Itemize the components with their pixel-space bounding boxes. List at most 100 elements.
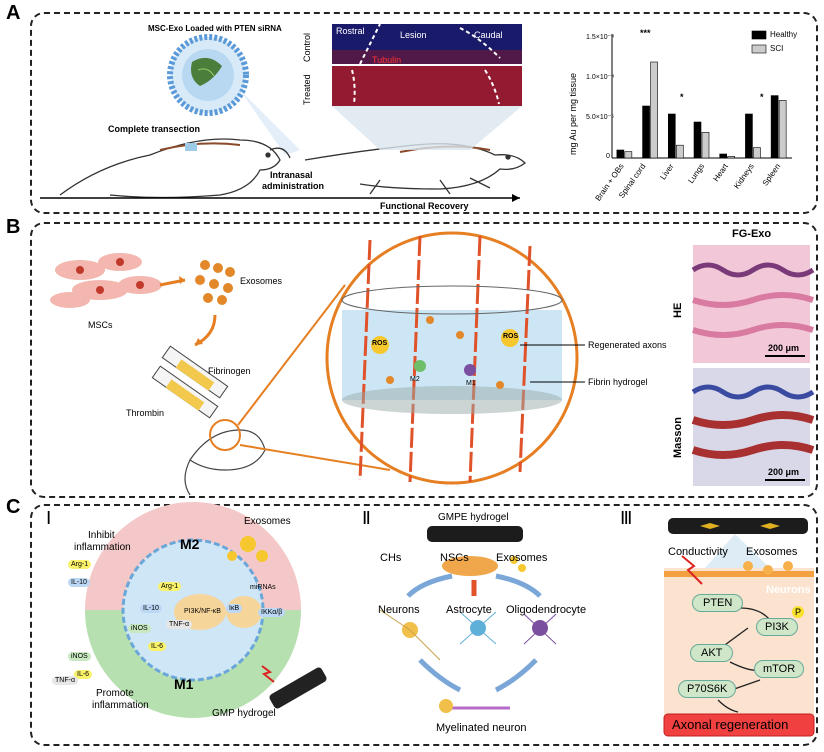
panel-b	[30, 222, 818, 498]
fibrin-hydrogel-label: Fibrin hydrogel	[588, 377, 648, 387]
legend-healthy: Healthy	[770, 30, 798, 39]
lesion-label: Lesion	[400, 30, 427, 40]
panel-c-label: C	[6, 496, 21, 518]
bar-healthy-3	[693, 121, 702, 159]
ytick-2: 1.0×10⁻⁴	[586, 74, 615, 81]
p70s6k-node: P70S6K	[678, 680, 737, 698]
panel-a	[30, 12, 818, 214]
bar-sci-0	[624, 151, 633, 159]
arg1-a: Arg-1	[68, 560, 92, 569]
il6-b: IL-6	[74, 670, 93, 679]
panel-a-label: A	[6, 2, 21, 24]
inhibit-label: Inhibit	[88, 530, 115, 541]
control-micrograph	[332, 23, 522, 65]
biodistribution-chart	[611, 30, 792, 159]
sig-3: *	[760, 92, 764, 102]
intranasal-label: Intranasal	[270, 170, 313, 180]
arg1-b: Arg-1	[158, 582, 182, 591]
inflammation-label-2: inflammation	[92, 700, 149, 711]
exosomes-c3-label: Exosomes	[746, 546, 798, 558]
treated-micrograph	[332, 66, 522, 106]
bar-sci-3	[701, 132, 710, 159]
syringe-icon	[151, 345, 229, 419]
regenerated-axons-label: Regenerated axons	[588, 340, 667, 350]
oligodendrocyte-label: Oligodendrocyte	[506, 604, 587, 616]
mscs-cells-icon	[50, 253, 162, 308]
mscs-label: MSCs	[88, 320, 113, 330]
neurons-c3-label: Neurons	[766, 584, 811, 596]
bar-healthy-5	[745, 113, 753, 159]
bar-healthy-2	[667, 113, 676, 159]
inflammation-label-1: inflammation	[74, 542, 131, 553]
bar-healthy-4	[719, 153, 728, 159]
bar-healthy-1	[642, 105, 650, 159]
gmp-hydrogel-icon	[261, 665, 327, 709]
neuron-icon	[379, 609, 441, 661]
il10-b: IL-10	[140, 604, 162, 613]
bar-healthy-6	[770, 95, 779, 159]
neurons-label: Neurons	[378, 604, 420, 616]
conductive-hydrogel-icon	[668, 518, 808, 568]
astrocyte-icon	[459, 611, 497, 645]
astrocyte-label: Astrocyte	[446, 604, 492, 616]
pi3k-node: PI3K	[756, 618, 798, 636]
masson-micrograph	[691, 368, 815, 486]
pi3k-nfkb-a: PI3K/NF-κB	[184, 608, 221, 615]
micro-zoom-cone	[332, 106, 522, 150]
fg-exo-label: FG-Exo	[732, 228, 772, 240]
scale-bar-2: 200 μm	[768, 467, 800, 477]
oligodendrocyte-icon	[523, 613, 557, 645]
exosomes-icon	[195, 260, 235, 305]
m1-cell-label: M1	[174, 676, 194, 692]
bar-sci-5	[753, 147, 761, 159]
section-ii-numeral: Ⅱ	[362, 508, 371, 528]
mirnas-label: miRNAs	[250, 584, 276, 591]
myelinated-neuron-label: Myelinated neuron	[436, 722, 527, 734]
rat-transection-icon	[59, 138, 291, 199]
conductivity-label: Conductivity	[668, 546, 728, 558]
inos-a: iNOS	[128, 624, 151, 633]
inos-b: iNOS	[68, 652, 91, 661]
m1-label: M1	[466, 380, 476, 387]
caudal-label: Caudal	[474, 30, 503, 40]
sig-2: *	[680, 92, 684, 102]
m2-label: M2	[410, 376, 420, 383]
chs-label: CHs	[380, 552, 402, 564]
exosomes-c1-label: Exosomes	[244, 516, 291, 527]
tubulin-label: Tubulin	[372, 55, 402, 65]
legend-sci: SCI	[770, 44, 784, 53]
functional-recovery-label: Functional Recovery	[380, 201, 469, 211]
exosomes-c2-label: Exosomes	[496, 552, 548, 564]
axonal-regeneration-label: Axonal regeneration	[672, 717, 789, 732]
ros-label-2: ROS	[503, 333, 519, 340]
exosomes-label: Exosomes	[240, 276, 283, 286]
tnf-b: TNF-α	[52, 676, 78, 685]
gmp-hydrogel-label: GMP hydrogel	[212, 708, 276, 719]
panel-c	[30, 504, 818, 746]
section-iii-numeral: Ⅲ	[620, 508, 633, 528]
legend-swatch-1	[751, 44, 767, 54]
thrombin-label: Thrombin	[126, 408, 165, 418]
akt-node: AKT	[690, 644, 734, 662]
hydrogel-zoom-circle	[325, 231, 579, 485]
rostral-label: Rostral	[336, 26, 365, 36]
bar-sci-6	[778, 100, 787, 159]
il6-a: IL-6	[148, 642, 167, 651]
promote-label: Promote	[96, 688, 134, 699]
bar-sci-2	[675, 144, 684, 159]
fibrinogen-label: Fibrinogen	[208, 366, 251, 376]
zoom-cone	[240, 90, 300, 155]
tnf-a: TNF-α	[166, 620, 192, 629]
ytick-1: 5.0×10⁻⁵	[586, 114, 615, 121]
complete-transection-label: Complete transection	[108, 124, 201, 134]
axonal-regeneration-box	[663, 713, 815, 737]
panel-a-title: MSC-Exo Loaded with PTEN siRNA	[148, 24, 282, 33]
bar-sci-4	[727, 156, 736, 159]
phospho-badge: P	[792, 606, 805, 618]
ikb-label: IκB	[226, 604, 243, 613]
pten-node: PTEN	[692, 594, 744, 612]
gmpe-hydrogel-icon	[427, 526, 523, 542]
